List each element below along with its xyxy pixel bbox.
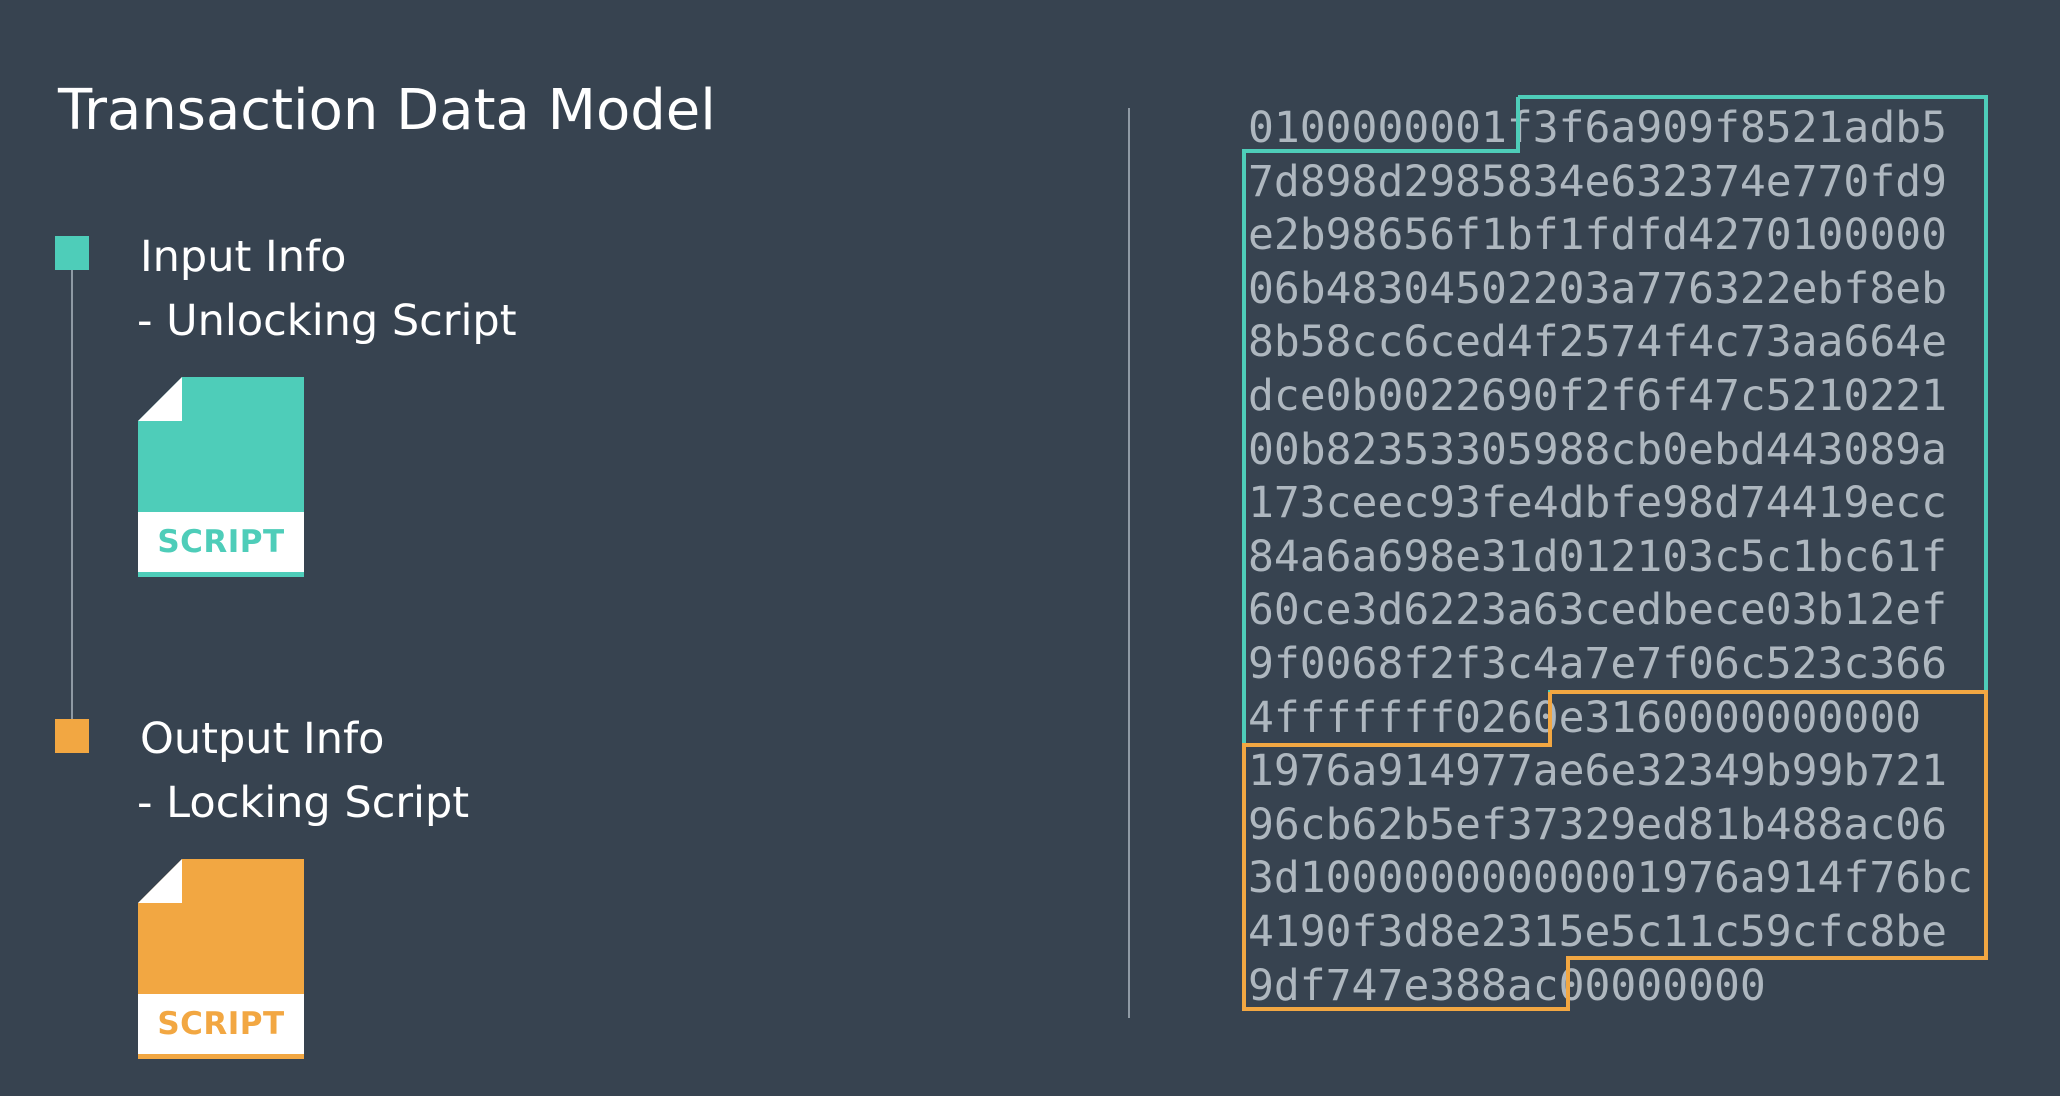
hex-line: 00b82353305988cb0ebd443089a (1248, 424, 1947, 475)
output-heading: Output Info (140, 714, 385, 764)
hex-line: dce0b0022690f2f6f47c5210221 (1248, 370, 1947, 421)
hex-line: 9f0068f2f3c4a7e7f06c523c366 (1248, 638, 1947, 689)
input-marker-icon (55, 236, 89, 270)
output-script-document-icon: SCRIPT (138, 859, 304, 1074)
hex-line: 3d10000000000001976a914f76bc (1248, 853, 1973, 904)
hex-line: 60ce3d6223a63cedbece03b12ef (1248, 585, 1947, 636)
timeline-line (71, 258, 73, 723)
hex-line: 06b48304502203a776322ebf8eb (1248, 263, 1947, 314)
hex-line: 9df747e388ac00000000 (1248, 960, 1766, 1011)
hex-line: 8b58cc6ced4f2574f4c73aa664e (1248, 317, 1947, 368)
hex-line: 7d898d2985834e632374e770fd9 (1248, 156, 1947, 207)
output-subheading: - Locking Script (137, 778, 470, 828)
input-heading: Input Info (140, 232, 347, 282)
input-subheading: - Unlocking Script (137, 296, 517, 346)
hex-line: 173ceec93fe4dbfe98d74419ecc (1248, 478, 1947, 529)
input-script-file-label: SCRIPT (157, 524, 285, 560)
hex-line: 96cb62b5ef37329ed81b488ac06 (1248, 799, 1947, 850)
hex-line: 84a6a698e31d012103c5c1bc61f (1248, 531, 1947, 582)
vertical-divider (1128, 108, 1130, 1018)
input-script-document-icon: SCRIPT (138, 377, 304, 592)
hex-line: 0100000001f3f6a909f8521adb5 (1248, 103, 1947, 153)
hex-line: 1976a914977ae6e32349b99b721 (1248, 746, 1947, 797)
output-marker-icon (55, 719, 89, 753)
hex-line: e2b98656f1bf1fdfd4270100000 (1248, 210, 1947, 261)
output-script-file-label: SCRIPT (157, 1006, 285, 1042)
page-title: Transaction Data Model (58, 78, 716, 143)
input-info-label: Input Info - Unlocking Script (137, 225, 517, 353)
raw-transaction-hex: 0100000001f3f6a909f8521adb5 7d898d298583… (1248, 102, 1973, 1013)
hex-line: 4fffffff0260e3160000000000 (1248, 692, 1922, 743)
hex-line: 4190f3d8e2315e5c11c59cfc8be (1248, 906, 1947, 957)
output-info-label: Output Info - Locking Script (137, 707, 470, 835)
